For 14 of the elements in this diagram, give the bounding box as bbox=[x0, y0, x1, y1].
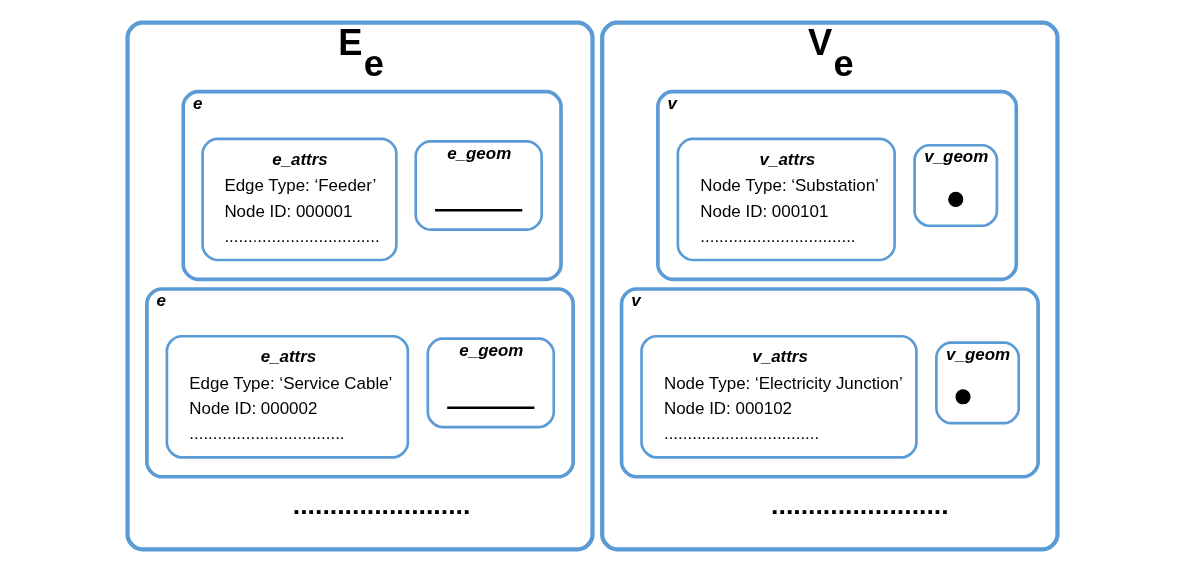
node-picture bbox=[447, 406, 535, 409]
label: ........................ bbox=[771, 489, 949, 520]
cluster: v_geom bbox=[913, 143, 999, 228]
node-box: v_attrs Node Type: ‘Electricity Junction’ Node ID: 000102 ................................. bbox=[640, 334, 918, 459]
node-box: v_attrs Node Type: ‘Substation’ Node ID: 000101 ................................. bbox=[676, 137, 896, 262]
node-box: e_attrs Edge Type: ‘Feeder’ Node ID: 000001 ................................. bbox=[201, 137, 398, 262]
label: ........................ bbox=[292, 489, 471, 520]
node-box: e_attrs Edge Type: ‘Service Cable’ Node ID: 000002 ................................. bbox=[165, 334, 410, 459]
cluster: e_geom bbox=[414, 139, 543, 232]
node-picture bbox=[435, 209, 523, 212]
cluster: v_geom bbox=[935, 341, 1021, 425]
cluster: e_geom bbox=[426, 337, 556, 429]
node-circle bbox=[948, 191, 964, 207]
node-circle bbox=[955, 389, 971, 405]
